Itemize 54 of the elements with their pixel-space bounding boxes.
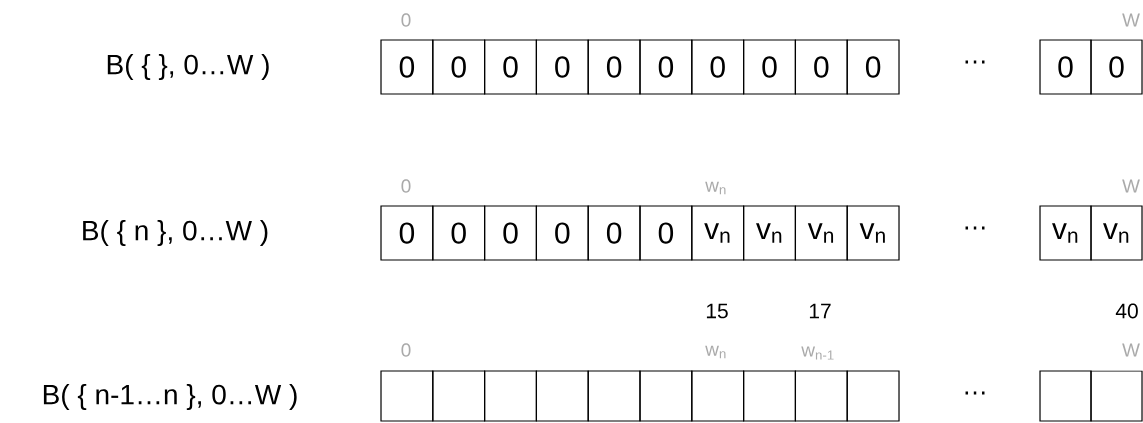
ellipsis: … bbox=[965, 226, 985, 230]
weight-value: 17 bbox=[809, 303, 831, 319]
array-cell: v$_{n}$ bbox=[1090, 205, 1143, 261]
array-cell: 0 bbox=[535, 205, 589, 261]
index-label: W bbox=[1122, 343, 1140, 357]
array-cell bbox=[432, 370, 486, 422]
index-label: w$_{n}$ bbox=[705, 181, 726, 195]
ellipsis: … bbox=[965, 60, 985, 64]
array-cell bbox=[743, 370, 796, 422]
array-cell: v$_{n}$ bbox=[691, 205, 745, 261]
array-cell: 0 bbox=[691, 39, 745, 95]
array-cell bbox=[639, 370, 693, 422]
row-label: B( { }, 0…W ) bbox=[107, 53, 269, 81]
array-cell: v$_{n}$ bbox=[1039, 205, 1092, 261]
array-cell bbox=[535, 370, 589, 422]
array-cell: 0 bbox=[743, 39, 796, 95]
array-cell: v$_{n}$ bbox=[743, 205, 796, 261]
array-cell: 0 bbox=[1039, 39, 1092, 95]
array-cell bbox=[1090, 370, 1143, 422]
array-cell: 0 bbox=[535, 39, 589, 95]
array-cell: 0 bbox=[794, 39, 848, 95]
array-cell: 0 bbox=[639, 39, 693, 95]
array-cell: 0 bbox=[639, 205, 693, 261]
array-cell bbox=[380, 370, 434, 422]
array-cell: 0 bbox=[1090, 39, 1143, 95]
index-label: w$_{n-1}$ bbox=[801, 346, 834, 360]
array-cell: 0 bbox=[432, 39, 486, 95]
array-cell bbox=[691, 370, 745, 422]
row-label: B( { n }, 0…W ) bbox=[83, 219, 268, 247]
index-label: w$_{n}$ bbox=[705, 345, 726, 359]
array-cell: 0 bbox=[587, 39, 641, 95]
array-cell bbox=[484, 370, 537, 422]
index-label: 0 bbox=[401, 179, 411, 193]
index-label: 0 bbox=[401, 343, 411, 357]
row-label: B( { n-1…n }, 0…W ) bbox=[43, 383, 297, 411]
index-label: 0 bbox=[401, 13, 411, 27]
array-cell: 0 bbox=[380, 39, 434, 95]
weight-value: 40 bbox=[1115, 303, 1138, 319]
array-cell: 0 bbox=[846, 39, 900, 95]
array-cell: 0 bbox=[587, 205, 641, 261]
array-cell: 0 bbox=[484, 205, 537, 261]
index-label: W bbox=[1122, 179, 1140, 193]
ellipsis: … bbox=[965, 391, 985, 395]
index-label: W bbox=[1122, 13, 1140, 27]
array-cell bbox=[587, 370, 641, 422]
array-cell: 0 bbox=[484, 39, 537, 95]
array-cell: v$_{n}$ bbox=[794, 205, 848, 261]
array-cell: 0 bbox=[380, 205, 434, 261]
array-cell: v$_{n}$ bbox=[846, 205, 900, 261]
weight-value: 15 bbox=[706, 303, 728, 319]
array-cell bbox=[794, 370, 848, 422]
array-cell bbox=[1039, 370, 1092, 422]
array-cell: 0 bbox=[432, 205, 486, 261]
array-cell bbox=[846, 370, 900, 422]
